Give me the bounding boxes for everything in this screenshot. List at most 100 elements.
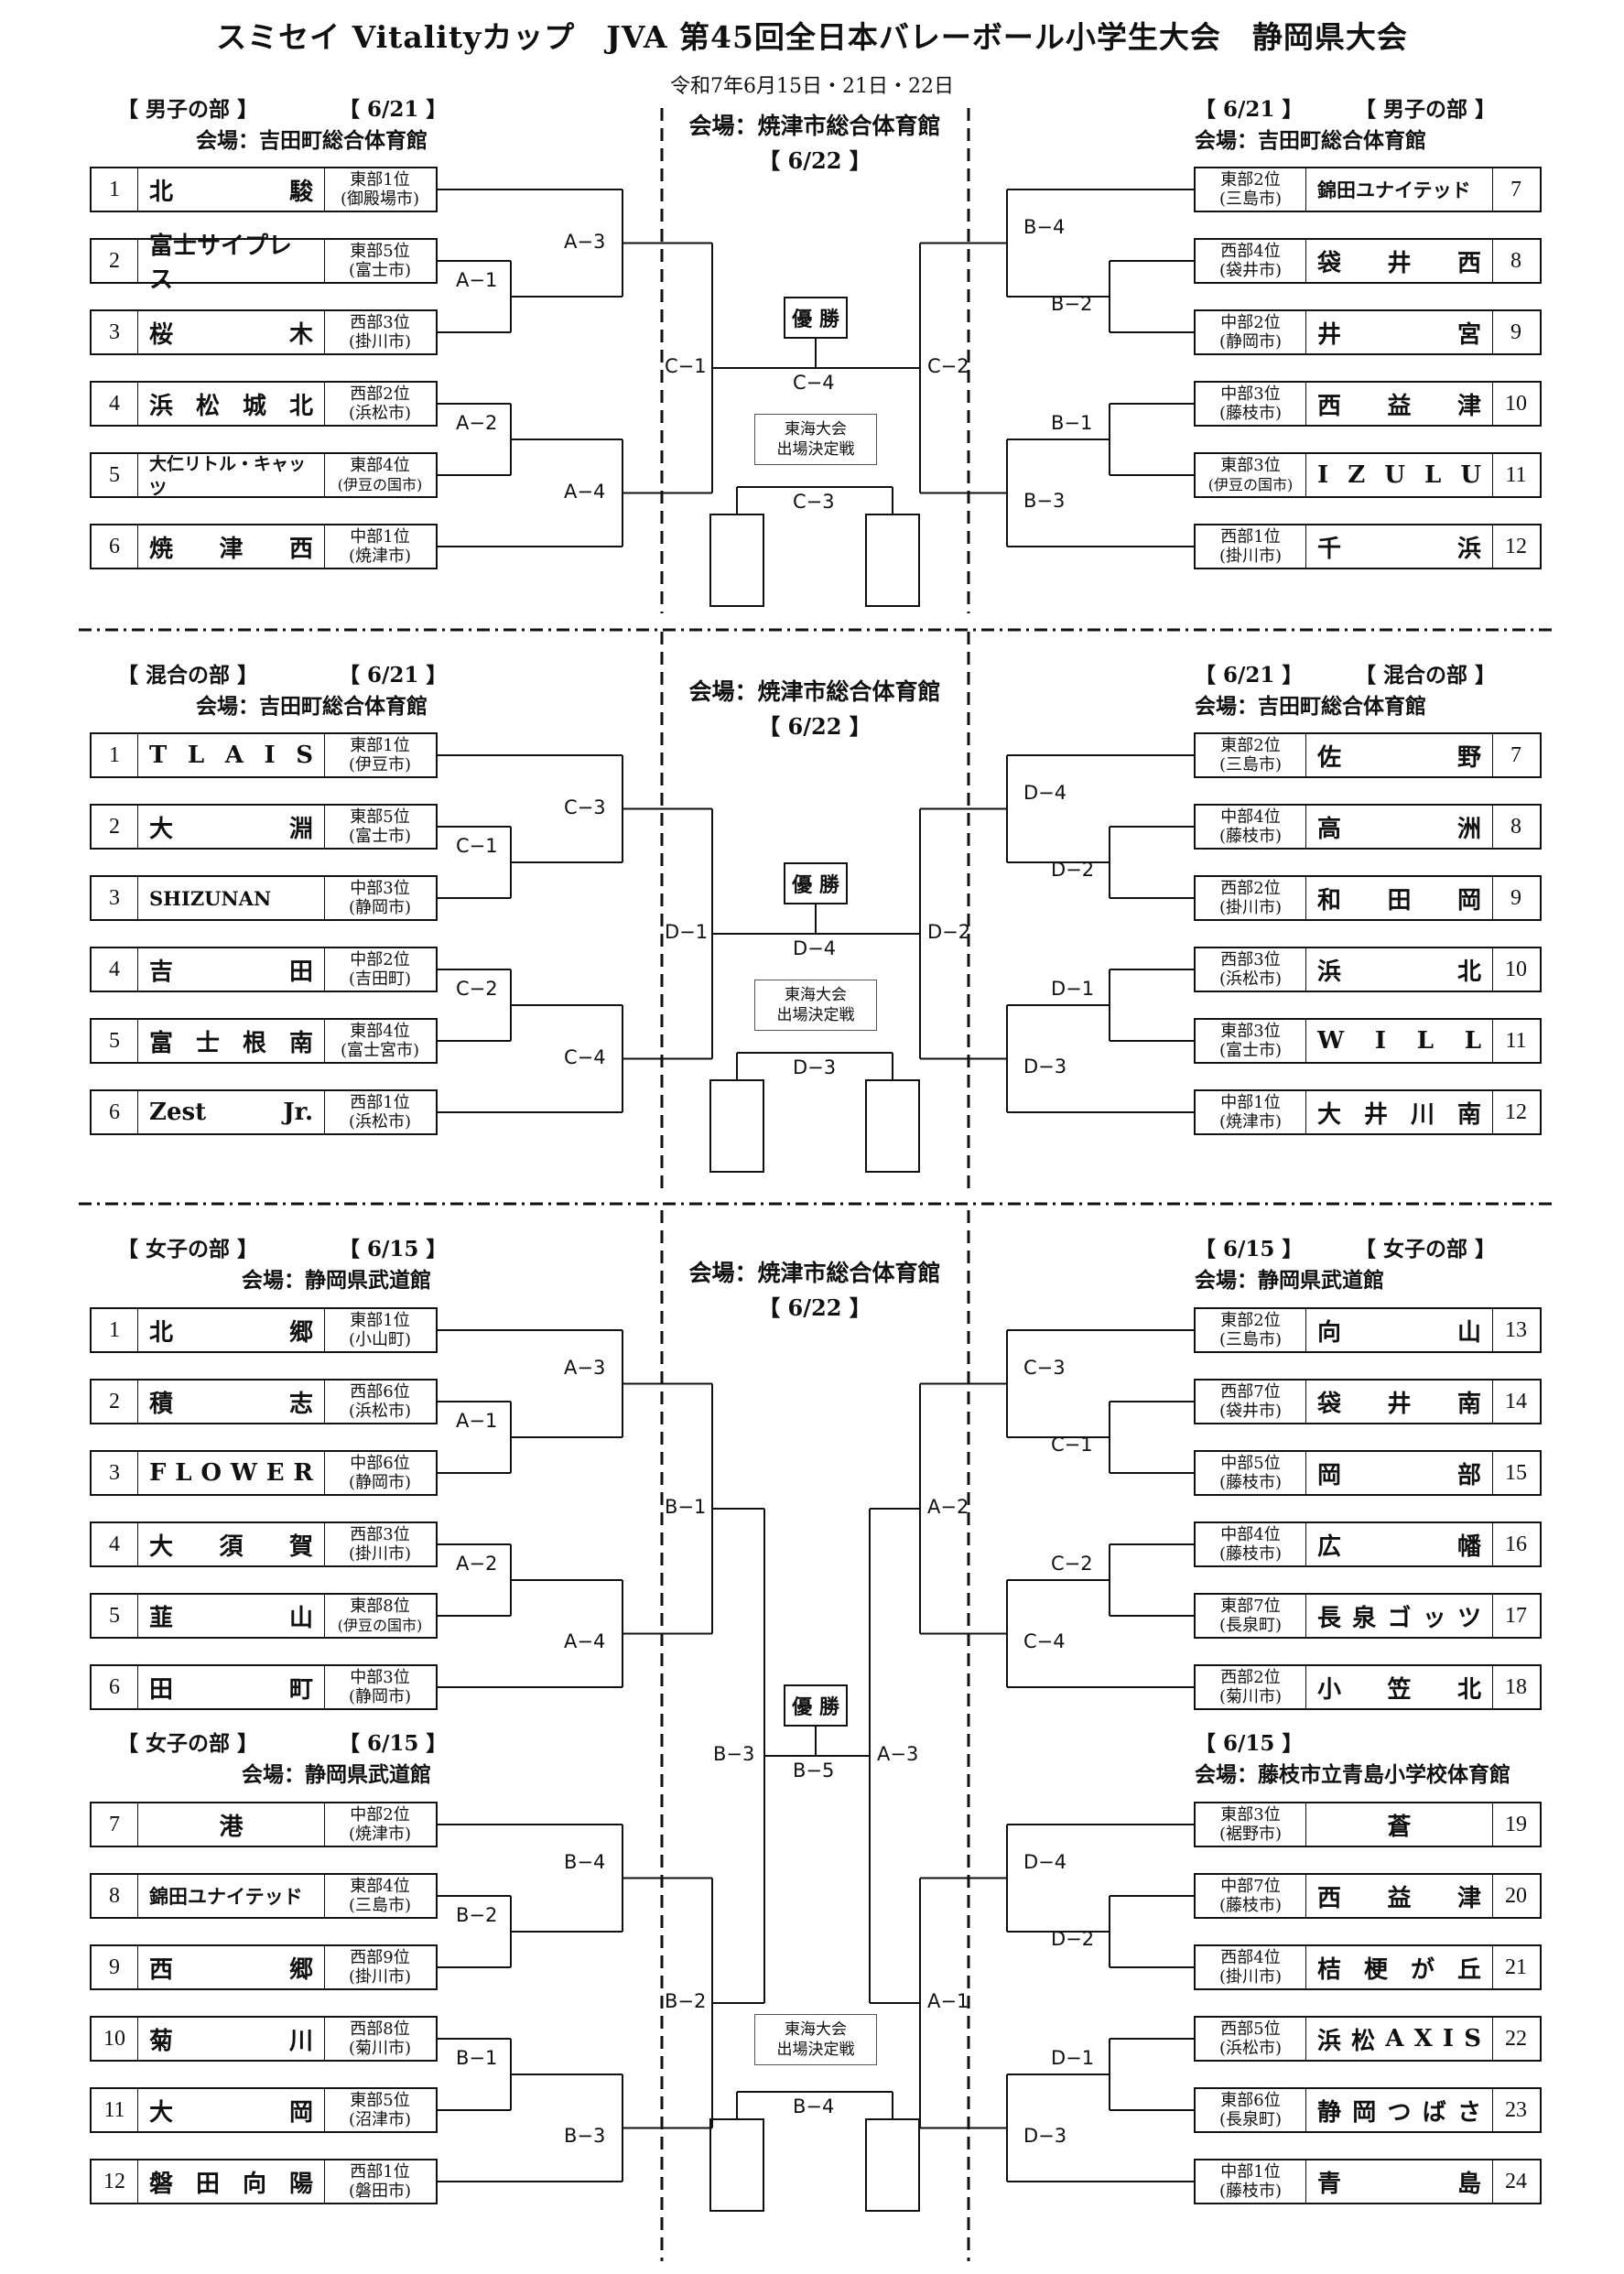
qualifying-rank: 東部6位(長泉町) xyxy=(1196,2089,1306,2131)
third-place-box xyxy=(865,2118,920,2212)
seed-number: 9 xyxy=(92,1946,138,1988)
seed-number: 12 xyxy=(92,2160,138,2203)
seed-number: 12 xyxy=(1505,534,1527,558)
qualifying-rank: 中部4位(藤枝市) xyxy=(1196,806,1306,848)
qualifying-rank: 東部4位(富士宮市) xyxy=(340,1022,420,1060)
center-date: 【 6/22 】 xyxy=(758,713,872,740)
seed-number: 5 xyxy=(92,1595,138,1637)
match-label: C−2 xyxy=(456,978,498,1000)
team-name: 富士根南 xyxy=(138,1020,325,1062)
match-label: D−1 xyxy=(1051,978,1095,1000)
team-name: 大岡 xyxy=(138,2089,325,2131)
match-label: C−1 xyxy=(1051,1434,1093,1456)
team-name: 北駿 xyxy=(138,168,325,211)
qualifying-rank: 中部1位(藤枝市) xyxy=(1196,2160,1306,2203)
qualifying-rank: 中部2位(焼津市) xyxy=(348,1805,412,1844)
venue-label: 会場：静岡県武道館 xyxy=(242,1762,431,1787)
section-date: 【 6/15 】 xyxy=(1195,1237,1304,1262)
team-name: 蒼 xyxy=(1306,1803,1493,1846)
match-label: D−1 xyxy=(1051,2047,1095,2069)
match-label: D−3 xyxy=(793,1056,837,1078)
section-date: 【 6/21 】 xyxy=(339,97,448,122)
section-header: 【 女子の部 】 xyxy=(117,1731,259,1756)
match-label: D−4 xyxy=(1023,781,1067,804)
seed-number: 4 xyxy=(92,948,138,991)
center-venue: 会場：焼津市総合体育館 xyxy=(688,1260,941,1286)
match-label: B−2 xyxy=(665,1990,707,2012)
match-label: A−1 xyxy=(456,1410,498,1432)
seed-number: 6 xyxy=(92,1091,138,1133)
qualifying-rank: 東部2位(三島市) xyxy=(1196,1309,1306,1351)
seed-number: 20 xyxy=(1505,1883,1527,1908)
venue-label: 会場：静岡県武道館 xyxy=(1195,1268,1384,1293)
match-label: D−1 xyxy=(665,921,709,943)
qualifying-rank: 西部1位(磐田市) xyxy=(348,2162,412,2201)
match-label: D−3 xyxy=(1023,2124,1067,2147)
qualifying-rank: 中部3位(藤枝市) xyxy=(1196,383,1306,425)
match-label: C−1 xyxy=(456,835,498,857)
third-place-box xyxy=(709,1079,764,1173)
qualifying-rank: 西部2位(菊川市) xyxy=(1196,1666,1306,1708)
qualifying-rank: 西部1位(掛川市) xyxy=(1196,525,1306,568)
section-date: 【 6/21 】 xyxy=(1195,97,1304,122)
match-label: D−3 xyxy=(1023,1055,1067,1077)
match-label: A−3 xyxy=(564,1356,606,1379)
match-label: D−2 xyxy=(1051,1928,1095,1950)
match-label: D−2 xyxy=(1051,859,1095,881)
team-name: 磐田向陽 xyxy=(138,2160,325,2203)
seed-number: 5 xyxy=(92,454,138,496)
team-name: 菊川 xyxy=(138,2018,325,2060)
match-label: A−2 xyxy=(456,412,498,434)
champion-box: 優 勝 xyxy=(784,297,848,339)
team-name: 浜北 xyxy=(1306,948,1493,991)
seed-number: 16 xyxy=(1505,1532,1527,1556)
qualifying-rank: 中部5位(藤枝市) xyxy=(1196,1452,1306,1494)
seed-number: 15 xyxy=(1505,1460,1527,1485)
match-label: C−4 xyxy=(564,1045,606,1068)
seed-number: 2 xyxy=(92,240,138,282)
qualifying-rank: 西部3位(掛川市) xyxy=(348,313,412,352)
section-date: 【 6/15 】 xyxy=(339,1237,448,1262)
match-label: A−4 xyxy=(564,480,606,503)
match-label: C−3 xyxy=(793,491,835,513)
qualifying-rank: 西部4位(掛川市) xyxy=(1196,1946,1306,1988)
match-label: B−5 xyxy=(793,1760,835,1781)
venue-label: 会場：吉田町総合体育館 xyxy=(1195,128,1426,153)
section-header: 【 男子の部 】 xyxy=(117,97,259,122)
qualifying-rank: 東部2位(三島市) xyxy=(1196,734,1306,776)
team-name: 長泉ゴッツ xyxy=(1306,1595,1493,1637)
seed-number: 17 xyxy=(1505,1603,1527,1628)
team-name: 青島 xyxy=(1306,2160,1493,2203)
team-name: 袋井西 xyxy=(1306,240,1493,282)
seed-number: 8 xyxy=(92,1875,138,1917)
section-date: 【 6/21 】 xyxy=(1195,663,1304,688)
match-label: C−4 xyxy=(793,372,835,394)
match-label: B−4 xyxy=(1023,215,1066,238)
seed-number: 9 xyxy=(1510,319,1521,344)
seed-number: 3 xyxy=(92,311,138,353)
match-label: A−3 xyxy=(564,230,606,253)
team-name: 北郷 xyxy=(138,1309,325,1351)
qualifying-rank: 中部2位(静岡市) xyxy=(1196,311,1306,353)
seed-number: 4 xyxy=(92,383,138,425)
